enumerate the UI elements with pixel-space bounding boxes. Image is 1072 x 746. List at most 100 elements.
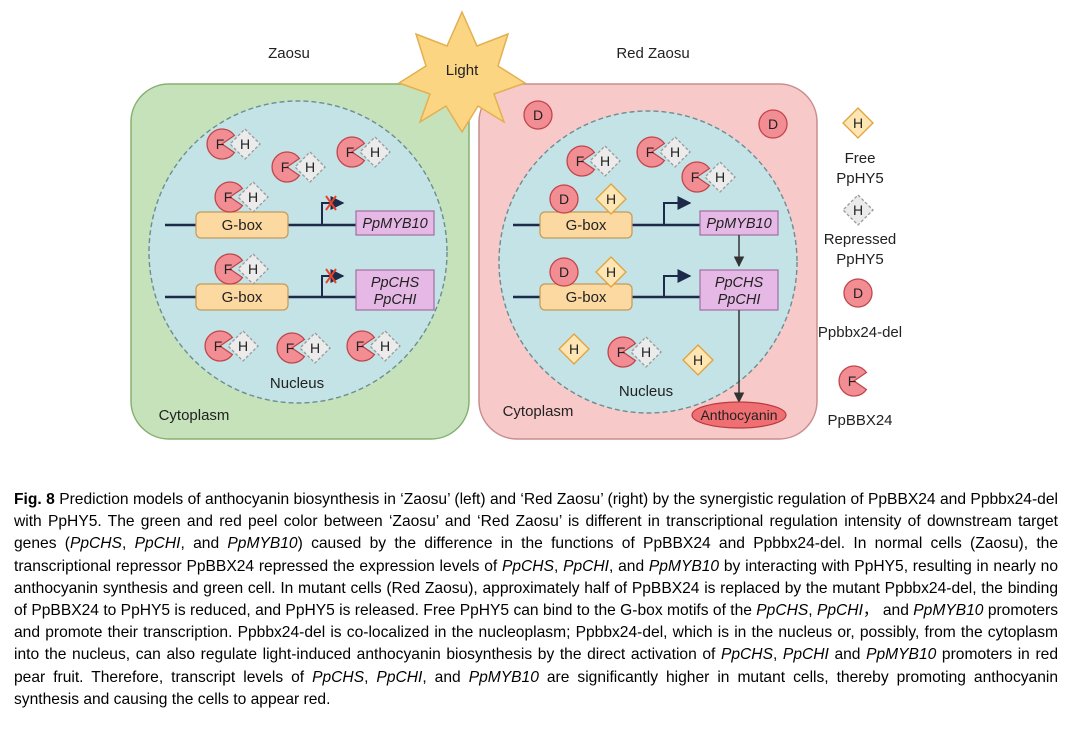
right-tss-arrow-2 [663, 269, 692, 297]
hy5-letter: H [305, 159, 315, 175]
repressed-hy5-diamond: H [237, 181, 269, 213]
hy5-letter: H [641, 344, 651, 360]
bbx24-pacman: F [204, 330, 234, 362]
bbx24-letter: F [356, 338, 365, 354]
left-nucleus [148, 100, 448, 404]
repressed-hy5-diamond: H [237, 253, 269, 285]
hy5-letter: H [248, 261, 258, 277]
hy5-letter: H [606, 264, 616, 280]
light-label: Light [446, 62, 479, 79]
repressed-hy5-diamond: H [227, 330, 259, 362]
hy5-letter: H [606, 191, 616, 207]
bbx24-pacman: F [636, 136, 666, 168]
bbx24-pacman: F [336, 136, 366, 168]
hy5-letter: H [310, 340, 320, 356]
bbx24-pacman: F [271, 151, 301, 183]
bbx24-hy5-complex: HF [336, 136, 391, 168]
del-circle: D [549, 184, 579, 214]
caption-gene-name: PpMYB10 [913, 602, 984, 620]
bbx24-hy5-complex: HF [271, 151, 326, 183]
caption-text: ) caused by the difference in the functi… [14, 535, 1059, 575]
light-star [397, 10, 527, 134]
anthocyanin-model-diagram: Zaosu Red Zaosu Light G-box G-box PpMYB1… [130, 10, 902, 440]
bbx24-pacman: F [566, 145, 596, 177]
left-gbox-1 [195, 211, 289, 239]
caption-gene-name: PpMYB10 [866, 646, 937, 664]
left-gene-chs-chi-box [355, 269, 435, 311]
caption-gene-name: PpCHI [782, 646, 829, 664]
figure-caption: Fig. 8 Prediction models of anthocyanin … [14, 489, 1058, 711]
repressed-hy5-diamond: H [294, 151, 326, 183]
legend-repressed-line2: PpHY5 [836, 251, 884, 268]
left-cytoplasm-label: Cytoplasm [159, 407, 230, 424]
caption-text: Prediction models of anthocyanin biosynt… [14, 491, 1058, 553]
anthocyanin-node [691, 401, 787, 429]
hy5-letter: H [715, 169, 725, 185]
caption-text: , [772, 646, 783, 664]
bbx24-letter: F [224, 261, 233, 277]
repressed-hy5-diamond: H [359, 136, 391, 168]
hy5-letter: H [670, 144, 680, 160]
hy5-letter: H [370, 144, 380, 160]
free-hy5-diamond: H [558, 333, 590, 365]
bbx24-pacman: F [214, 181, 244, 213]
free-hy5-diamond: H [595, 256, 627, 288]
left-cell-title: Zaosu [268, 45, 310, 62]
right-cell-title: Red Zaosu [616, 45, 689, 62]
left-gbox-2 [195, 283, 289, 311]
caption-text: , and [609, 557, 649, 575]
caption-text: promoters in red pear fruit. Therefore, … [14, 646, 1058, 686]
caption-text: and [828, 646, 867, 664]
caption-gene-name: PpMYB10 [227, 535, 298, 553]
hy5-letter: H [853, 115, 863, 131]
left-block-mark-1 [325, 195, 337, 211]
right-nucleus-label: Nucleus [619, 383, 673, 400]
del-letter: D [559, 264, 569, 280]
left-gene-myb: PpMYB10 [362, 216, 427, 232]
bbx24-letter: F [848, 373, 857, 389]
caption-gene-name: PpCHS [720, 646, 773, 664]
del-circle: D [523, 100, 553, 130]
caption-text: , [808, 602, 817, 620]
bbx24-letter: F [214, 338, 223, 354]
caption-figure-label: Fig. 8 [14, 491, 55, 508]
left-gene-myb-box [355, 210, 435, 236]
bbx24-letter: F [576, 153, 585, 169]
right-gbox-2 [539, 283, 633, 311]
free-hy5-diamond: H [682, 344, 714, 376]
legend-bbx-label: PpBBX24 [827, 412, 892, 429]
right-gene-chs-chi-box [699, 269, 779, 311]
caption-text: are significantly higher in mutant cells… [14, 668, 1059, 708]
legend-del-label: Ppbbx24-del [818, 324, 902, 341]
caption-text: ， and [862, 602, 914, 620]
right-gbox-1 [539, 211, 633, 239]
repressed-hy5-diamond: H [229, 128, 261, 160]
right-gene-chi: PpCHI [718, 292, 761, 308]
bbx24-hy5-complex: HF [206, 128, 261, 160]
bbx24-hy5-complex: HF [681, 161, 736, 193]
caption-gene-name: PpCHI [376, 668, 423, 686]
right-gbox-1-label: G-box [566, 217, 607, 234]
bbx24-pacman: F [346, 330, 376, 362]
del-circle: D [549, 257, 579, 287]
bbx24-pacman: F [681, 161, 711, 193]
repressed-hy5-diamond: H [704, 161, 736, 193]
caption-text: , and [180, 535, 228, 553]
bbx24-letter: F [617, 344, 626, 360]
bbx24-hy5-complex: HF [214, 253, 269, 285]
hy5-letter: H [853, 202, 863, 218]
caption-text: promoters and promote their transcriptio… [14, 602, 1059, 664]
hy5-letter: H [569, 341, 579, 357]
repressed-hy5-diamond: H [659, 136, 691, 168]
left-gene-chs: PpCHS [371, 275, 420, 291]
del-letter: D [559, 191, 569, 207]
anthocyanin-label: Anthocyanin [700, 407, 777, 423]
caption-gene-name: PpCHS [312, 668, 365, 686]
right-gbox-2-label: G-box [566, 289, 607, 306]
hy5-letter: H [240, 136, 250, 152]
caption-gene-name: PpCHI [563, 557, 610, 575]
bbx24-hy5-complex: HF [607, 336, 662, 368]
